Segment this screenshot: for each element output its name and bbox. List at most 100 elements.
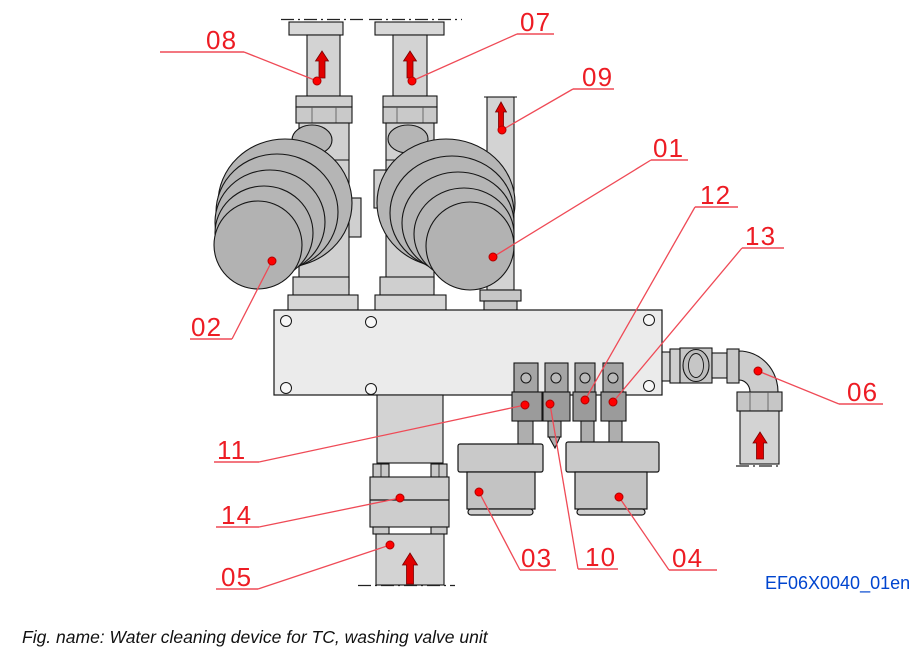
callout-dot	[488, 252, 498, 262]
callout-number: 08	[206, 25, 237, 55]
callout-dot	[545, 399, 555, 409]
valve-right-collar	[382, 95, 438, 108]
nozzle-left-top	[457, 443, 544, 473]
figure-caption: Fig. name: Water cleaning device for TC,…	[22, 627, 489, 647]
valve-left-bottom-flange	[287, 294, 359, 311]
callout-08: 08	[160, 25, 322, 86]
coupling-bolt	[430, 526, 448, 535]
valve-left-bottom-collar	[292, 276, 350, 296]
solenoid-tab-hole	[579, 372, 591, 384]
callout-leader-line	[257, 544, 391, 590]
callout-dot	[497, 125, 507, 135]
solenoid-stem	[608, 420, 623, 445]
callout-dot	[407, 76, 417, 86]
callout-dot	[753, 366, 763, 376]
callout-01: 01	[488, 133, 688, 262]
flow-arrow-icon	[314, 50, 330, 79]
callout-number: 14	[221, 500, 252, 530]
callout-dot	[385, 540, 395, 550]
callout-dot	[312, 76, 322, 86]
solenoid-tab-hole	[550, 372, 562, 384]
elbow-assembly	[661, 347, 783, 467]
elbow-flange-plate	[661, 351, 671, 382]
callout-leader-line	[501, 88, 574, 131]
callout-12: 12	[580, 180, 738, 405]
callout-10: 10	[545, 399, 618, 572]
callout-leader-line	[549, 403, 579, 570]
callout-leader-line	[231, 260, 273, 340]
callout-13: 13	[608, 221, 784, 407]
callout-dot	[395, 493, 405, 503]
pipe-09-union-bottom	[483, 300, 518, 311]
manifold-hole	[643, 380, 655, 392]
manifold-hole	[280, 382, 292, 394]
callout-11: 11	[214, 400, 530, 465]
callout-dot	[267, 256, 277, 266]
callout-leader-line	[243, 51, 318, 82]
callout-03: 03	[474, 487, 556, 573]
callout-number: 07	[520, 7, 551, 37]
callout-number: 12	[700, 180, 731, 210]
handwheel-face	[425, 201, 515, 291]
callout-dot	[520, 400, 530, 410]
callout-leader-line	[757, 370, 840, 405]
elbow-pipe-horizontal	[711, 352, 728, 379]
flow-arrow-icon	[752, 431, 768, 460]
callout-number: 05	[221, 562, 252, 592]
solenoid-stem	[517, 420, 534, 445]
callout-number: 01	[653, 133, 684, 163]
callout-number: 04	[672, 543, 703, 573]
callout-number: 11	[217, 435, 246, 465]
valve-left-top-flange	[288, 21, 344, 36]
callout-dot	[580, 395, 590, 405]
handwheel-face	[213, 200, 303, 290]
solenoid-stem	[580, 420, 595, 445]
valve-left-collar	[295, 95, 353, 108]
valve-right	[373, 21, 516, 311]
callout-leader-line	[584, 206, 696, 401]
elbow-flange-plate	[669, 348, 681, 384]
elbow-hex-nut	[736, 391, 783, 412]
valve-right-hex-nut	[382, 106, 438, 124]
callout-number: 10	[585, 542, 616, 572]
nozzle-right-lip	[576, 508, 646, 516]
callout-leader-line	[258, 497, 401, 528]
drawing-code: EF06X0040_01en	[765, 573, 910, 594]
main-down-pipe	[358, 394, 455, 587]
valve-left-hex-nut	[295, 106, 353, 124]
nozzle-right-mid	[574, 471, 648, 510]
callout-leader-line	[258, 404, 526, 463]
callout-leader-line	[618, 496, 670, 571]
nozzle-right-top	[565, 441, 660, 473]
callout-number: 02	[191, 312, 222, 342]
callout-leader-line	[411, 33, 518, 82]
union-nut-cap-inner	[688, 353, 704, 378]
valve-right-top-flange	[374, 21, 445, 36]
callout-number: 06	[847, 377, 878, 407]
elbow-collar	[726, 348, 740, 384]
valve-left-handwheel	[213, 138, 353, 290]
callout-05: 05	[216, 540, 395, 592]
manifold-hole	[365, 316, 377, 328]
solenoid-body	[600, 391, 627, 422]
manifold-hole	[365, 383, 377, 395]
flow-arrow-icon	[401, 552, 419, 585]
solenoid-tab-hole	[607, 372, 619, 384]
callout-02: 02	[190, 256, 277, 342]
manifold-body	[273, 309, 663, 396]
callout-number: 13	[745, 221, 776, 251]
coupling-bolt	[372, 526, 390, 535]
callout-14: 14	[216, 493, 405, 530]
callout-09: 09	[497, 62, 614, 135]
coupling-body	[369, 476, 450, 528]
solenoid-stem-tip	[548, 436, 561, 450]
callout-leader-line	[612, 247, 743, 403]
valve-right-bottom-collar	[379, 276, 435, 296]
nozzle-left-lip	[467, 508, 534, 516]
callout-leader-line	[492, 159, 652, 258]
callout-07: 07	[407, 7, 554, 86]
manifold-hole	[280, 315, 292, 327]
callout-dot	[614, 492, 624, 502]
